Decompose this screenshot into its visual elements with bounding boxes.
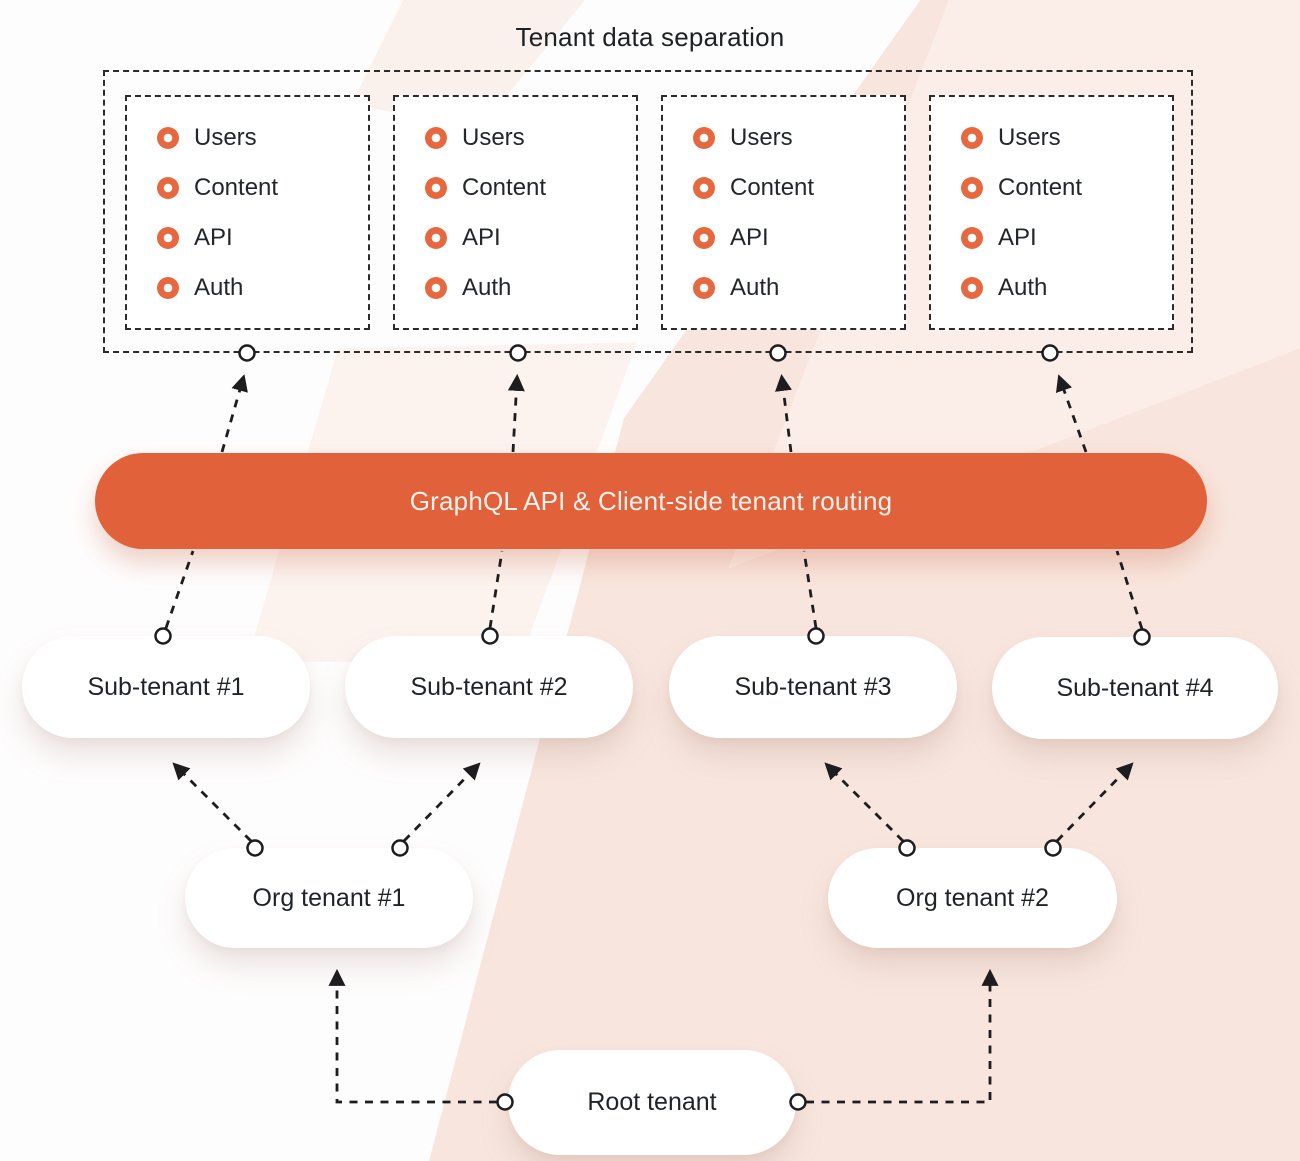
sub-tenant-label: Sub-tenant #3 bbox=[734, 672, 892, 701]
tenant-data-separation-container bbox=[103, 70, 1193, 353]
diagram-title: Tenant data separation bbox=[515, 22, 785, 52]
link-sub-tenant-3-to-bar bbox=[802, 550, 818, 629]
tenant-item-label: Auth bbox=[462, 274, 512, 301]
sub-tenant-4-node: Sub-tenant #4 bbox=[992, 637, 1278, 739]
tenant-item: Content bbox=[157, 163, 368, 213]
tenant-item-label: Content bbox=[462, 174, 547, 201]
tenant-item-label: API bbox=[998, 224, 1037, 251]
tenant-item: Users bbox=[693, 113, 904, 163]
sub-tenant-label: Sub-tenant #2 bbox=[410, 672, 568, 701]
arrow-org-1-to-sub-2 bbox=[402, 762, 481, 842]
tenant-box-4: Users Content API Auth bbox=[929, 95, 1174, 330]
tenant-item: Users bbox=[425, 113, 636, 163]
tenant-item-label: Users bbox=[998, 124, 1061, 151]
tenant-item-label: Content bbox=[730, 174, 815, 201]
tenant-item: API bbox=[961, 213, 1172, 263]
tenant-box-2: Users Content API Auth bbox=[393, 95, 638, 330]
donut-icon bbox=[425, 227, 447, 249]
org-tenant-1-node: Org tenant #1 bbox=[185, 848, 473, 948]
tenant-item-label: Content bbox=[194, 174, 279, 201]
donut-icon bbox=[157, 127, 179, 149]
tenant-item: Auth bbox=[157, 263, 368, 313]
tenant-item-label: Users bbox=[194, 124, 257, 151]
arrow-bar-to-tenant-box-4 bbox=[1055, 374, 1088, 453]
donut-icon bbox=[425, 127, 447, 149]
sub-tenant-label: Sub-tenant #4 bbox=[1056, 673, 1214, 702]
arrow-org-2-to-sub-3 bbox=[824, 762, 904, 842]
org-tenant-label: Org tenant #1 bbox=[252, 883, 406, 912]
tenant-item: Auth bbox=[961, 263, 1172, 313]
donut-icon bbox=[157, 177, 179, 199]
donut-icon bbox=[961, 277, 983, 299]
tenant-item-label: API bbox=[194, 224, 233, 251]
tenant-item: Auth bbox=[425, 263, 636, 313]
tenant-item-label: Content bbox=[998, 174, 1083, 201]
link-sub-tenant-4-to-bar bbox=[1115, 550, 1144, 630]
graphql-api-bar-label: GraphQL API & Client-side tenant routing bbox=[409, 485, 893, 516]
arrow-org-1-to-sub-1 bbox=[172, 762, 252, 842]
tenant-item: Content bbox=[961, 163, 1172, 213]
arrow-bar-to-tenant-box-2 bbox=[507, 373, 525, 453]
link-sub-tenant-2-to-bar bbox=[488, 550, 504, 629]
sub-tenant-2-node: Sub-tenant #2 bbox=[345, 636, 633, 738]
tenant-item: Users bbox=[961, 113, 1172, 163]
sub-tenant-3-node: Sub-tenant #3 bbox=[669, 636, 957, 738]
donut-icon bbox=[157, 227, 179, 249]
tenant-box-1: Users Content API Auth bbox=[125, 95, 370, 330]
arrow-root-to-org-2 bbox=[806, 968, 999, 1104]
donut-icon bbox=[693, 127, 715, 149]
tenant-item-label: Auth bbox=[730, 274, 780, 301]
tenant-item-label: Auth bbox=[998, 274, 1048, 301]
tenant-item: Users bbox=[157, 113, 368, 163]
tenant-box-3: Users Content API Auth bbox=[661, 95, 906, 330]
sub-tenant-label: Sub-tenant #1 bbox=[87, 672, 245, 701]
link-sub-tenant-1-to-bar bbox=[164, 550, 195, 629]
tenant-item: Auth bbox=[693, 263, 904, 313]
root-tenant-label: Root tenant bbox=[587, 1088, 717, 1116]
arrow-root-to-org-1 bbox=[328, 968, 497, 1104]
org-tenant-label: Org tenant #2 bbox=[896, 883, 1049, 912]
donut-icon bbox=[693, 277, 715, 299]
arrow-bar-to-tenant-box-3 bbox=[775, 373, 793, 453]
tenant-item-label: API bbox=[462, 224, 501, 251]
org-tenant-2-node: Org tenant #2 bbox=[828, 848, 1117, 948]
tenant-item-label: Auth bbox=[194, 274, 244, 301]
root-tenant-node: Root tenant bbox=[508, 1050, 796, 1155]
tenant-item: API bbox=[425, 213, 636, 263]
arrow-org-2-to-sub-4 bbox=[1055, 762, 1134, 842]
donut-icon bbox=[693, 227, 715, 249]
donut-icon bbox=[961, 127, 983, 149]
tenant-item-label: Users bbox=[730, 124, 793, 151]
tenant-item: API bbox=[157, 213, 368, 263]
donut-icon bbox=[961, 177, 983, 199]
tenant-item: Content bbox=[425, 163, 636, 213]
donut-icon bbox=[693, 177, 715, 199]
tenant-item-label: Users bbox=[462, 124, 525, 151]
tenant-item: API bbox=[693, 213, 904, 263]
arrow-bar-to-tenant-box-1 bbox=[220, 374, 248, 453]
tenant-item-label: API bbox=[730, 224, 769, 251]
donut-icon bbox=[425, 277, 447, 299]
graphql-api-bar: GraphQL API & Client-side tenant routing bbox=[95, 453, 1207, 549]
donut-icon bbox=[425, 177, 447, 199]
sub-tenant-1-node: Sub-tenant #1 bbox=[22, 636, 310, 738]
tenant-item: Content bbox=[693, 163, 904, 213]
donut-icon bbox=[961, 227, 983, 249]
donut-icon bbox=[157, 277, 179, 299]
